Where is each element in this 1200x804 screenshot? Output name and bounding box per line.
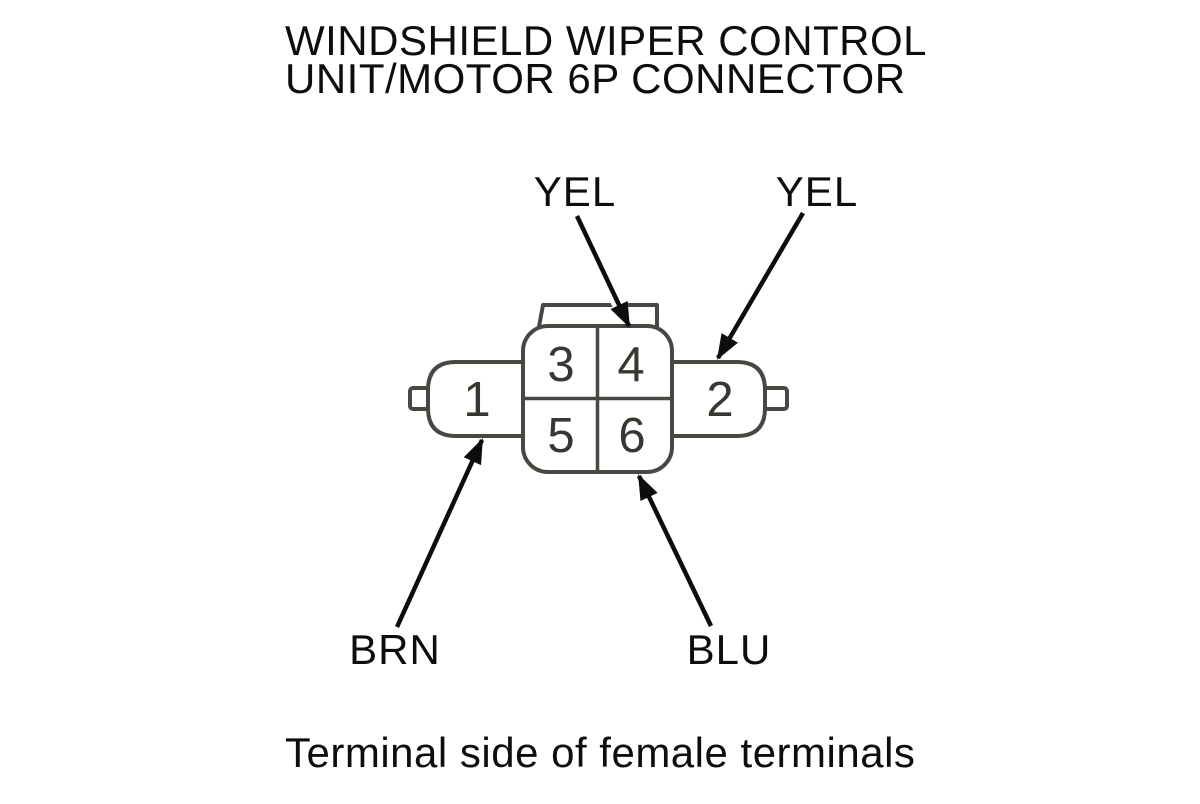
wire-label-yel-left: YEL — [534, 168, 616, 215]
blu-terminal-6-arrow — [636, 474, 714, 627]
diagram-title: WINDSHIELD WIPER CONTROL UNIT/MOTOR 6P C… — [285, 17, 928, 102]
terminal-6-number: 6 — [618, 409, 645, 463]
wire-label-blu: BLU — [687, 626, 772, 673]
diagram-caption: Terminal side of female terminals — [285, 729, 916, 776]
terminal-2-cavity — [666, 360, 767, 438]
terminal-1-number: 1 — [463, 373, 490, 427]
diagram-title-line-2: UNIT/MOTOR 6P CONNECTOR — [285, 55, 906, 102]
diagram-title-line-1: WINDSHIELD WIPER CONTROL — [285, 17, 928, 64]
terminal-2-number: 2 — [706, 373, 733, 427]
right-lock-tab — [762, 386, 789, 411]
brn-terminal-1-arrow — [394, 438, 485, 628]
wire-label-yel-right: YEL — [776, 168, 858, 215]
terminal-4-number: 4 — [617, 338, 644, 392]
yel-terminal-2-arrow — [716, 211, 805, 360]
terminal-1-cavity — [426, 360, 529, 438]
yel-terminal-4-arrow — [574, 215, 632, 328]
terminal-5-number: 5 — [547, 409, 574, 463]
wire-label-brn: BRN — [349, 626, 441, 673]
terminal-3-number: 3 — [547, 338, 574, 392]
